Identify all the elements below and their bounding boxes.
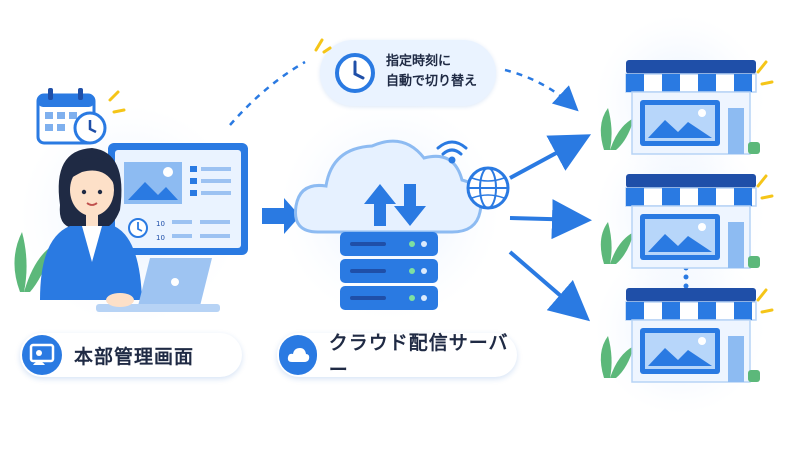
- more-stores-dots: [683, 265, 689, 289]
- cloud-server-label: クラウド配信サーバー: [277, 332, 517, 381]
- arrow-to-store-3: [508, 250, 591, 322]
- panel-time-2: 10: [156, 234, 165, 242]
- arrow-to-store-2: [509, 199, 592, 240]
- cloud-server: [293, 139, 510, 310]
- admin-user-icon: [22, 335, 62, 375]
- arrow-admin-to-server: [262, 198, 300, 234]
- schedule-line-2: 自動で切り替え: [386, 74, 478, 89]
- panel-time-1: 10: [156, 220, 165, 228]
- server-rack: [340, 232, 438, 310]
- admin-panel-label-text: 本部管理画面: [74, 345, 195, 368]
- store-1: [600, 60, 774, 155]
- arrow-to-store-1: [509, 134, 592, 180]
- globe-icon: [466, 166, 510, 210]
- cloud-icon: [279, 335, 317, 375]
- wifi-icon: [436, 140, 468, 164]
- dashed-flow-right: [504, 68, 579, 112]
- admin-monitor: 10 10: [108, 143, 248, 255]
- sparkle-icon: [314, 38, 332, 54]
- admin-panel-label: 本部管理画面: [20, 333, 242, 377]
- schedule-line-1: 指定時刻に: [386, 54, 452, 69]
- clock-icon: [335, 53, 375, 93]
- cloud-server-label-text: クラウド配信サーバー: [328, 332, 509, 381]
- dashed-flow-left: [229, 60, 306, 126]
- woman-operator: [40, 148, 142, 300]
- schedule-bubble: 指定時刻に 自動で切り替え: [314, 38, 496, 106]
- plant-left: [14, 232, 52, 292]
- calendar-icon: [36, 88, 126, 145]
- laptop: [96, 258, 220, 312]
